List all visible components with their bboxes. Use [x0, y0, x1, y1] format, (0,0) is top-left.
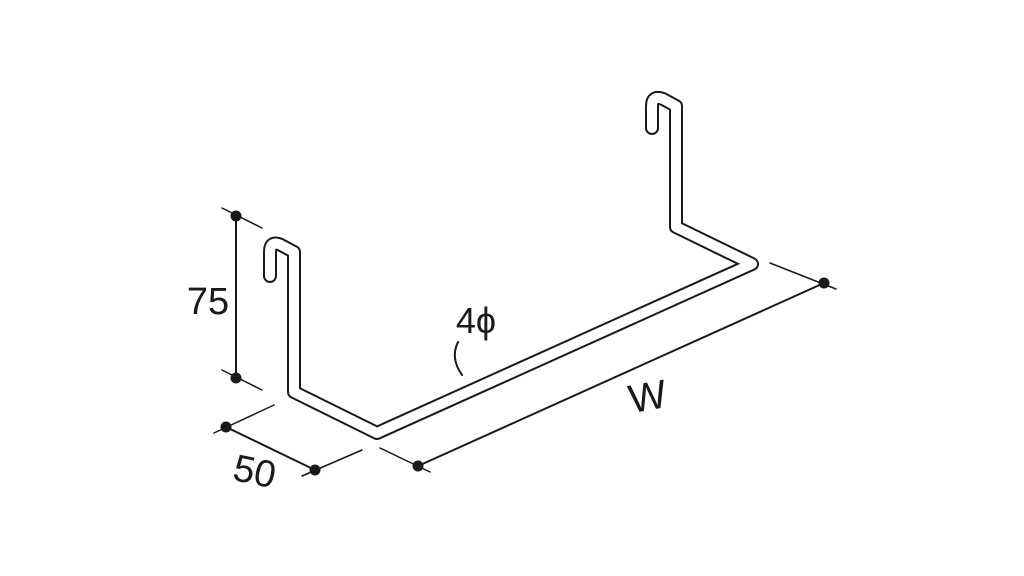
diameter-label: 4ϕ: [456, 300, 496, 341]
depth-label: 50: [229, 447, 279, 497]
depth-dimension-line: [225, 426, 316, 471]
height-extension-bottom: [221, 369, 263, 391]
diameter-callout: 4ϕ: [453, 300, 496, 376]
width-dimension-line: [417, 282, 825, 467]
width-label: W: [625, 372, 670, 422]
depth-dot-left: [220, 421, 232, 433]
height-extension-top: [221, 207, 263, 229]
diameter-leader: [453, 341, 463, 376]
wire-bar: [263, 90, 759, 440]
height-label: 75: [187, 281, 229, 323]
width-dot-left: [412, 460, 424, 472]
height-dimension: 75: [187, 207, 263, 391]
height-dot-bottom: [230, 372, 242, 384]
wire-fill: [265, 92, 757, 438]
height-dot-top: [230, 210, 242, 222]
depth-dot-right: [309, 464, 321, 476]
width-dot-right: [818, 277, 830, 289]
depth-dimension: 50: [213, 404, 363, 497]
width-dimension: W: [379, 262, 837, 473]
